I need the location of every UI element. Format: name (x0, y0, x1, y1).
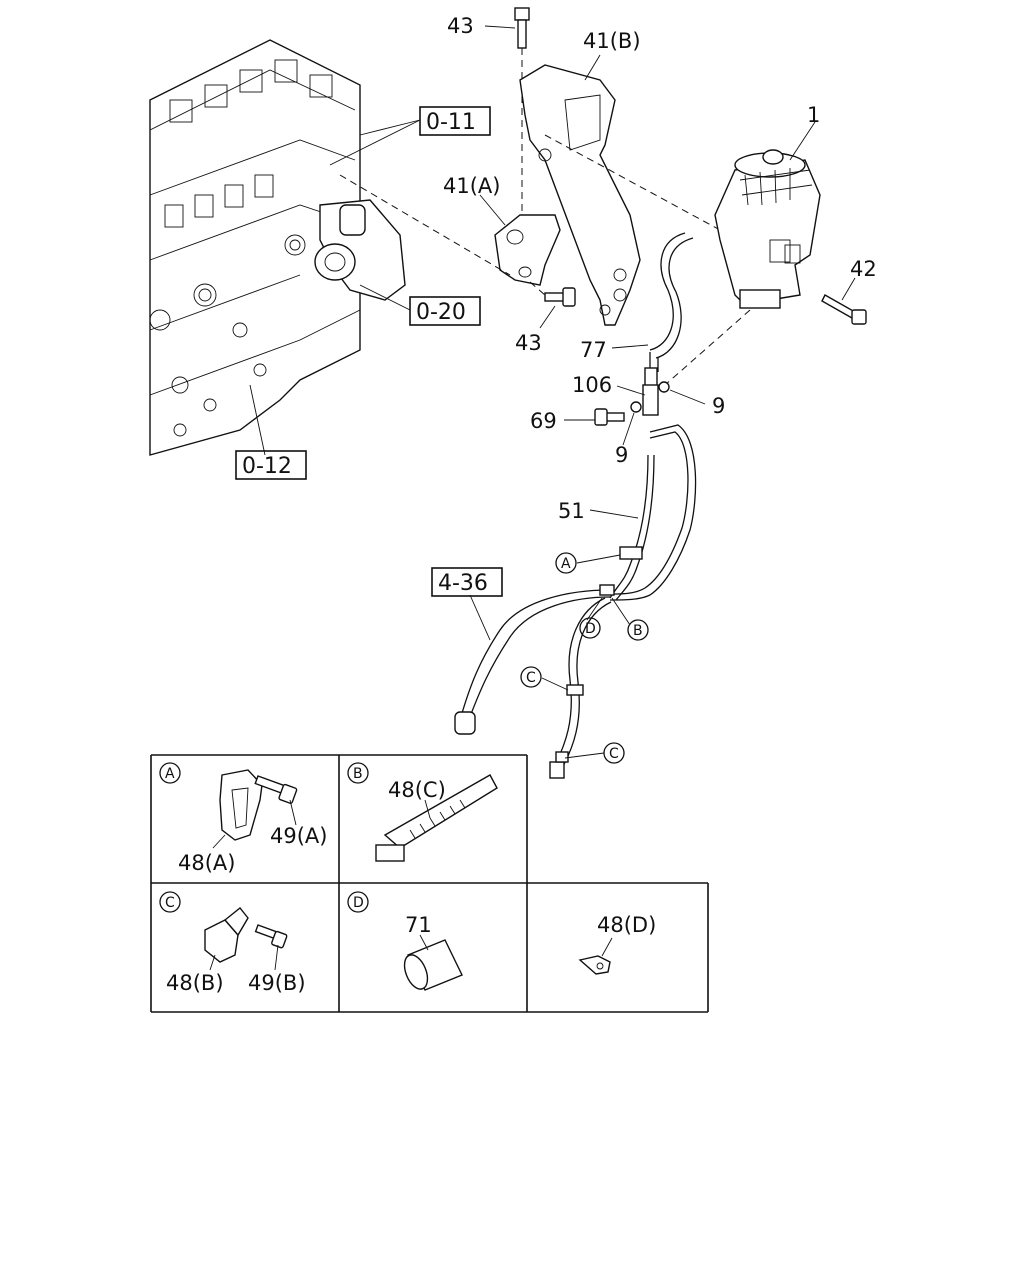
svg-text:A: A (165, 766, 175, 782)
label-48c: 48(C) (388, 778, 446, 802)
detail-panel-d: D 71 (347, 891, 463, 991)
ref-box-0-12: 0-12 (235, 450, 307, 480)
svg-text:B: B (353, 766, 363, 782)
svg-text:D: D (353, 895, 364, 911)
marker-d: D (579, 617, 601, 639)
svg-text:0-20: 0-20 (416, 300, 466, 325)
callout-41a: 41(A) (443, 174, 500, 198)
joint-106 (594, 367, 670, 426)
ref-box-0-20: 0-20 (409, 296, 481, 326)
callout-42: 42 (850, 257, 877, 281)
svg-text:D: D (585, 621, 596, 637)
detail-panel-a: A 49(A) 48(A) (159, 762, 327, 875)
ref-box-4-36: 4-36 (431, 567, 503, 597)
engine-block (149, 39, 361, 456)
callout-51: 51 (558, 499, 585, 523)
callout-41b: 41(B) (583, 29, 641, 53)
detail-panel-b: B 48(C) (347, 762, 498, 862)
label-49b: 49(B) (248, 971, 306, 995)
svg-text:B: B (633, 623, 643, 639)
callout-9-right: 9 (712, 394, 725, 418)
marker-a: A (555, 552, 577, 574)
label-48b: 48(B) (166, 971, 224, 995)
fuel-pump (314, 199, 406, 301)
svg-text:C: C (526, 670, 536, 686)
bolt-42 (821, 294, 867, 325)
svg-text:C: C (165, 895, 175, 911)
svg-text:A: A (561, 556, 571, 572)
marker-c-upper: C (520, 666, 542, 688)
callout-69: 69 (530, 409, 557, 433)
bracket-41a (494, 214, 561, 286)
svg-text:0-11: 0-11 (426, 110, 476, 135)
callout-1: 1 (807, 103, 820, 127)
callout-43-bottom: 43 (515, 331, 542, 355)
cylinder-openings (149, 59, 333, 437)
callout-77: 77 (580, 338, 607, 362)
detail-panel-e: 48(D) (578, 913, 656, 975)
label-49a: 49(A) (270, 824, 327, 848)
marker-b: B (627, 619, 649, 641)
label-71: 71 (405, 913, 432, 937)
fuel-filter (714, 149, 821, 309)
svg-text:4-36: 4-36 (438, 571, 488, 596)
ref-box-0-11: 0-11 (419, 106, 491, 136)
label-48a: 48(A) (178, 851, 235, 875)
callout-9-left: 9 (615, 443, 628, 467)
svg-text:0-12: 0-12 (242, 454, 292, 479)
bracket-41b (519, 64, 641, 326)
callout-43-top: 43 (447, 14, 474, 38)
callout-106: 106 (572, 373, 612, 397)
bolt-43-bottom (529, 281, 576, 307)
detail-panel-c: C 48(B) 49(B) (159, 891, 306, 995)
marker-c-lower: C (603, 742, 625, 764)
detail-table (150, 754, 709, 1013)
label-48d: 48(D) (597, 913, 656, 937)
svg-text:C: C (609, 746, 619, 762)
